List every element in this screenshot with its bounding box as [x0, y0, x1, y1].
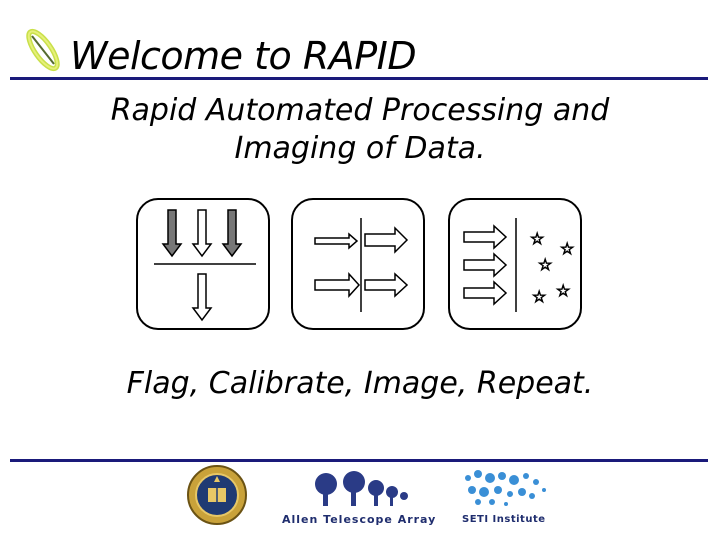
star-icon: ☆ — [556, 281, 570, 300]
calibrate-panel — [291, 198, 425, 330]
seti-institute-text: SETI Institute — [462, 514, 546, 525]
header-divider — [10, 77, 708, 80]
image-panel: ☆ ☆ ☆ ☆ ☆ — [448, 198, 582, 330]
subtitle: Rapid Automated Processing and Imaging o… — [0, 92, 720, 168]
arrows-to-stars-image-icon: ☆ ☆ ☆ ☆ ☆ — [463, 218, 575, 312]
footer-divider — [10, 459, 708, 462]
star-icon: ☆ — [530, 229, 544, 248]
seti-dots-icon — [465, 470, 546, 506]
flag-panel — [136, 198, 270, 330]
arrows-down-flag-icon — [154, 209, 256, 322]
star-icon: ☆ — [532, 287, 546, 306]
star-icon: ☆ — [538, 255, 552, 274]
seti-institute-logo — [460, 468, 552, 514]
tagline: Flag, Calibrate, Image, Repeat. — [126, 366, 594, 401]
subtitle-line-1: Rapid Automated Processing and — [110, 93, 610, 128]
star-icon: ☆ — [560, 239, 574, 258]
arrows-right-calibrate-icon — [314, 218, 409, 312]
allen-telescope-array-logo — [312, 470, 412, 514]
university-seal-icon — [187, 465, 247, 525]
page-title: Welcome to RAPID — [70, 34, 417, 78]
rapid-feather-icon — [20, 24, 66, 76]
uc-seal-logo — [186, 464, 248, 530]
dish-array-icon — [315, 471, 408, 506]
subtitle-line-2: Imaging of Data. — [234, 131, 486, 166]
allen-telescope-array-text: Allen Telescope Array — [282, 513, 437, 526]
